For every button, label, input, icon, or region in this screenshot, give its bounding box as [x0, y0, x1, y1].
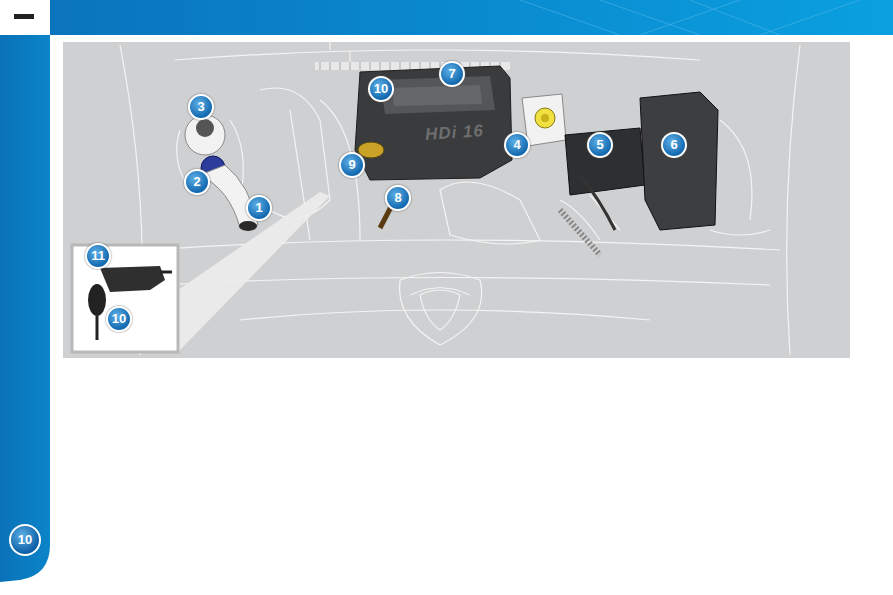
tab-mark	[14, 14, 34, 19]
battery-cover	[640, 92, 718, 230]
callout-number: 6	[661, 132, 687, 158]
callout-number: 4	[504, 132, 530, 158]
callout-number: 10	[106, 306, 132, 332]
corner-tab	[0, 0, 50, 35]
callout-number: 10	[368, 76, 394, 102]
callout-number: 2	[184, 169, 210, 195]
engine-badge: HDi 16	[424, 121, 484, 145]
callout-number: 3	[188, 94, 214, 120]
header-bar	[50, 0, 893, 35]
washer-reservoir	[200, 165, 258, 228]
inset-pointer	[178, 192, 330, 352]
fuse-box	[565, 128, 645, 195]
illustration-panel	[63, 42, 850, 358]
callout-number: 7	[439, 61, 465, 87]
page-number: 10	[9, 524, 41, 556]
cover-ridge	[392, 85, 482, 106]
cover-panel	[380, 76, 495, 114]
callout-number: 5	[587, 132, 613, 158]
priming-pump	[100, 266, 165, 292]
line-drawing	[120, 40, 800, 355]
hand-pump	[88, 284, 106, 316]
engine-cover	[355, 66, 512, 180]
callout-number: 11	[85, 243, 111, 269]
callout-number: 8	[385, 185, 411, 211]
side-bar	[0, 35, 50, 582]
coolant-tank	[185, 115, 225, 155]
callout-number: 1	[246, 195, 272, 221]
callout-number: 9	[339, 152, 365, 178]
